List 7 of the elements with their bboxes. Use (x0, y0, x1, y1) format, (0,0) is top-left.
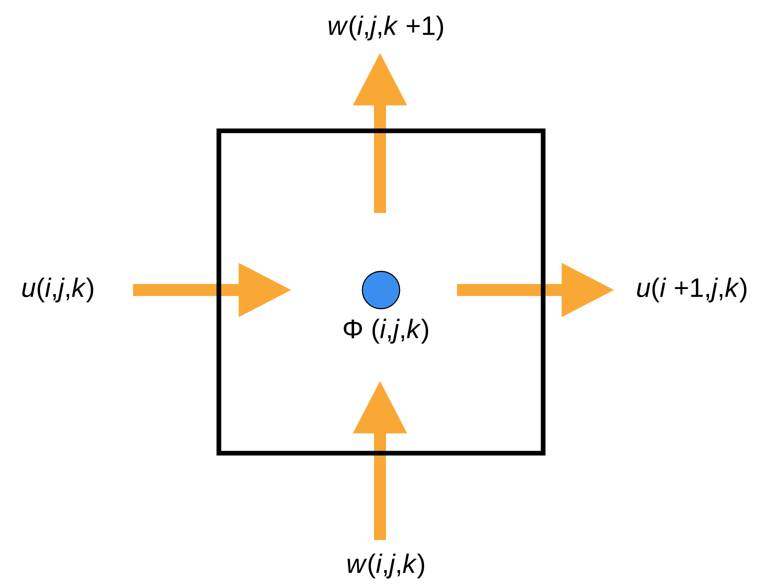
flux-label: u(i,j,k) (22, 278, 94, 302)
point-marker (362, 270, 400, 310)
flux-label: w(i,j,k +1) (328, 16, 444, 40)
flux-label: u(i +1,j,k) (637, 278, 746, 302)
point-label: Φ (i,j,k) (344, 318, 428, 344)
cell-box (216, 128, 546, 456)
flux-label: w(i,j,k) (348, 554, 424, 578)
